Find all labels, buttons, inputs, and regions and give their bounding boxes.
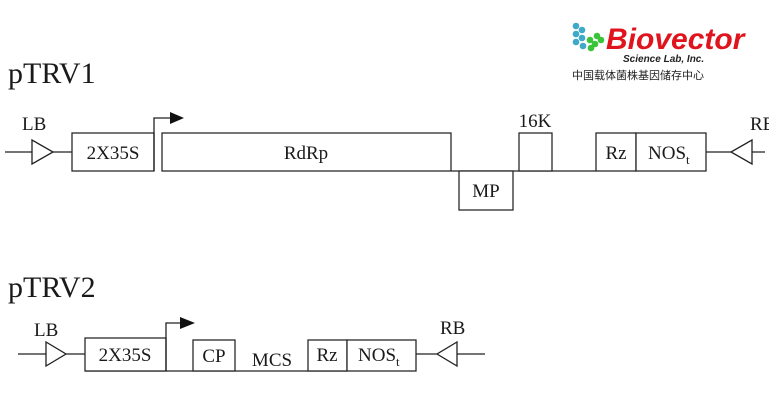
ptrv1-construct: pTRV1 LB 2X35S RdRp MP 16K Rz NOSt RB xyxy=(5,57,769,211)
ptrv1-lb-label: LB xyxy=(22,114,46,135)
ptrv1-promoter-label: 2X35S xyxy=(87,143,140,164)
ptrv2-lb-label: LB xyxy=(34,320,58,341)
ptrv1-rb-triangle-icon xyxy=(729,138,753,166)
ptrv1-nos-label: NOSt xyxy=(648,143,690,167)
ptrv1-rz-label: Rz xyxy=(605,143,626,164)
ptrv2-transcription-arrow-icon xyxy=(180,317,195,329)
ptrv2-nos-label: NOSt xyxy=(358,345,400,369)
ptrv1-transcription-start-line xyxy=(153,117,172,171)
biovector-logo: Biovector Science Lab, Inc. 中国载体菌株基因储存中心 xyxy=(572,22,747,82)
ptrv1-rdrp-label: RdRp xyxy=(284,143,328,164)
ptrv2-cp-box xyxy=(192,339,236,372)
ptrv2-cp-label: CP xyxy=(202,346,225,367)
ptrv1-lb-triangle-icon xyxy=(31,138,55,166)
logo-subtitle: Science Lab, Inc. xyxy=(623,54,704,65)
ptrv1-rb-label: RB xyxy=(750,114,769,135)
logo-chinese-name: 中国载体菌株基因储存中心 xyxy=(572,68,704,82)
ptrv1-transcription-arrow-icon xyxy=(170,112,184,124)
ptrv2-rb-triangle-icon xyxy=(435,340,458,368)
ptrv2-mcs-label: MCS xyxy=(252,350,292,371)
ptrv1-rdrp-box xyxy=(161,132,452,172)
logo-brand: Biovector xyxy=(606,23,747,56)
ptrv2-rz-label: Rz xyxy=(316,345,337,366)
ptrv2-lb-triangle-icon xyxy=(45,340,68,368)
ptrv1-16k-box xyxy=(518,132,553,172)
ptrv1-16k-label: 16K xyxy=(519,111,552,132)
ptrv2-rz-box xyxy=(307,339,348,372)
ptrv1-rz-box xyxy=(595,132,637,172)
ptrv2-construct: pTRV2 LB 2X35S CP MCS Rz NOSt RB xyxy=(8,271,485,372)
ptrv2-rb-label: RB xyxy=(440,318,465,339)
ptrv2-transcription-start-line xyxy=(165,322,182,371)
ptrv1-nos-box xyxy=(635,132,707,172)
ptrv2-title: pTRV2 xyxy=(8,271,96,304)
dna-dots-icon xyxy=(572,22,605,52)
ptrv2-nos-box xyxy=(346,339,417,372)
ptrv1-mp-label: MP xyxy=(472,181,499,202)
ptrv1-title: pTRV1 xyxy=(8,57,96,90)
ptrv1-mp-box xyxy=(458,170,514,211)
ptrv2-promoter-label: 2X35S xyxy=(99,345,152,366)
